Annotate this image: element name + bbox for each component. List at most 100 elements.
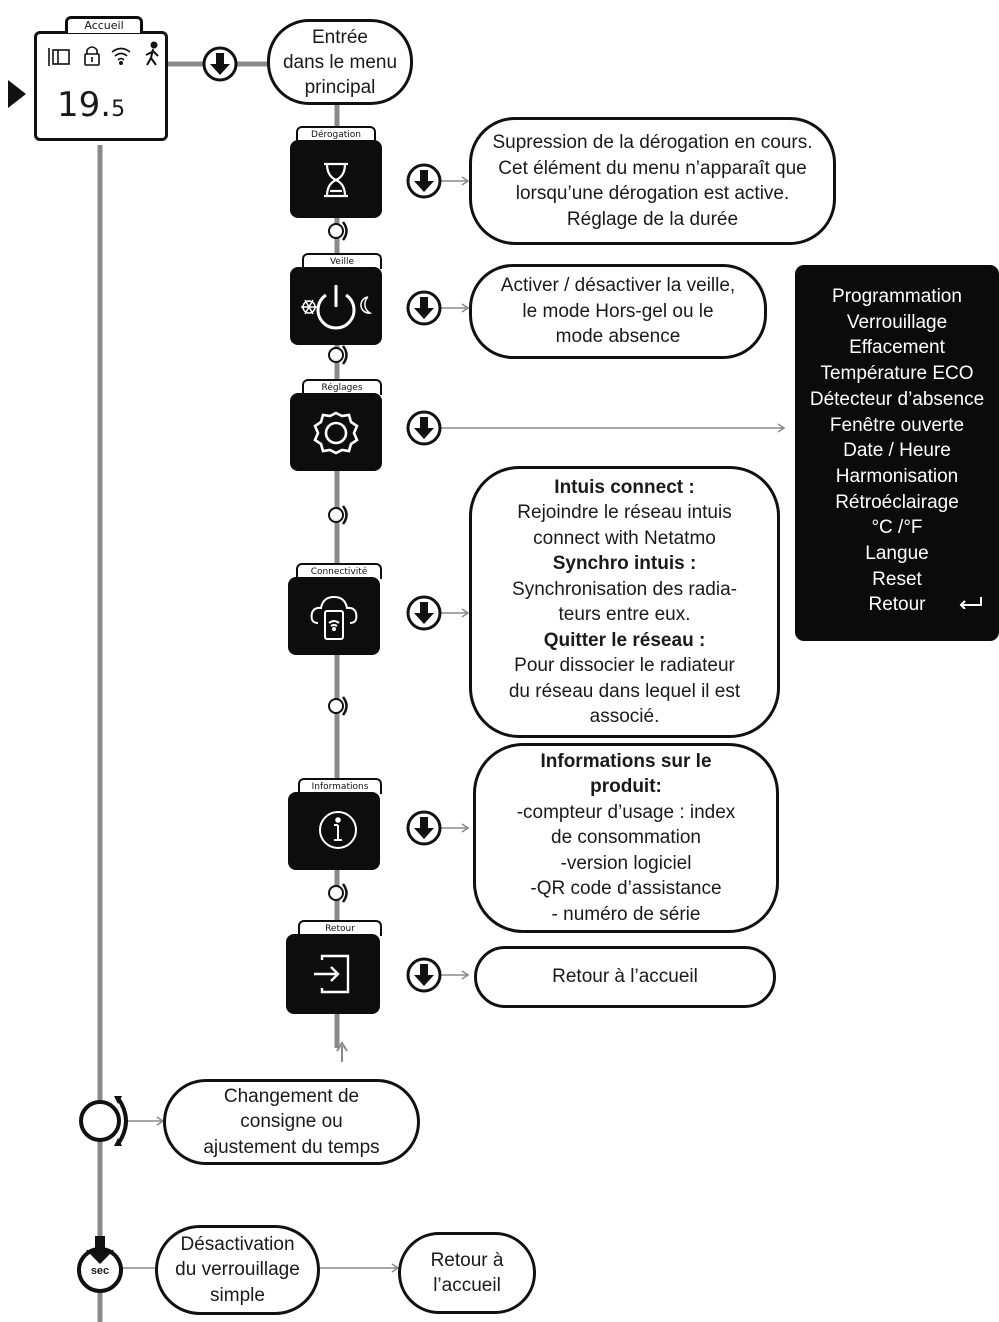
description-line: -version logiciel (560, 852, 692, 874)
unlock-bubble: Désactivation du verrouillage simple (155, 1225, 320, 1315)
cloud-phone-icon (310, 595, 358, 640)
press-icon (406, 163, 442, 199)
settings-item[interactable]: Verrouillage (846, 311, 948, 333)
settings-item[interactable]: Harmonisation (835, 465, 959, 487)
description-line: du réseau dans lequel il est (508, 680, 741, 702)
retour-description: Retour à l’accueil (474, 946, 776, 1008)
exit-icon (314, 954, 350, 994)
description-line: le mode Hors-gel ou le (522, 300, 714, 322)
derogation-description: Supression de la dérogation en cours. Ce… (469, 117, 836, 245)
tile-tab-veille: Veille (302, 253, 382, 269)
description-line: de consommation (551, 827, 701, 849)
settings-submenu-list: Programmation Verrouillage Effacement Te… (795, 265, 999, 641)
bubble-line: l’accueil (433, 1275, 501, 1296)
description-line: -compteur d’usage : index (516, 801, 736, 823)
description-line: associé. (589, 706, 660, 727)
tile-informations[interactable] (288, 792, 380, 870)
duration-unit: sec (90, 1265, 110, 1277)
return-home-bubble: Retour à l’accueil (398, 1232, 536, 1314)
tile-connectivite[interactable] (288, 577, 380, 655)
informations-description: Informations sur le produit: -compteur d… (473, 743, 779, 933)
settings-item-label: Retour (868, 594, 926, 616)
home-temperature-decimal: 5 (111, 97, 126, 122)
long-press-duration: 5 sec (80, 1255, 120, 1277)
home-screen[interactable]: Accueil 19.5 (34, 16, 168, 141)
duration-value: 5 (96, 1254, 104, 1266)
gear-icon (313, 411, 359, 455)
description-line: connect with Netatmo (533, 527, 716, 549)
description-heading: Informations sur le (540, 750, 712, 772)
return-arrow-icon (959, 597, 982, 609)
description-line: Pour dissocier le radiateur (514, 655, 735, 676)
wifi-icon (111, 47, 131, 65)
description-line: -QR code d’assistance (530, 878, 722, 900)
setpoint-change-bubble: Changement de consigne ou ajustement du … (163, 1079, 420, 1165)
settings-item[interactable]: Température ECO (820, 363, 974, 385)
current-marker-icon (8, 80, 26, 108)
description-line: lorsqu’une dérogation est active. (515, 183, 790, 204)
description-heading: Synchro intuis : (552, 553, 697, 574)
settings-item[interactable]: Langue (865, 543, 929, 565)
standby-icon (301, 285, 373, 330)
description-heading: produit: (590, 776, 662, 798)
press-icon (406, 810, 442, 846)
rotary-knob-icon (79, 1096, 128, 1146)
lock-icon (84, 46, 100, 66)
bubble-line: Changement de (223, 1085, 360, 1107)
settings-item[interactable]: Détecteur d’absence (809, 388, 985, 410)
description-line: Retour à l’accueil (552, 966, 698, 988)
settings-item[interactable]: Fenêtre ouverte (829, 414, 965, 436)
bubble-line: ajustement du temps (203, 1136, 380, 1158)
bubble-line: du verrouillage (175, 1259, 300, 1281)
tile-veille[interactable] (290, 267, 382, 345)
description-heading: Intuis connect : (554, 476, 695, 498)
tile-tab-derogation: Dérogation (296, 126, 376, 142)
bubble-line: Retour à (430, 1249, 504, 1271)
settings-item[interactable]: Date / Heure (843, 440, 951, 462)
home-temperature: 19. (57, 85, 112, 125)
presence-icon (145, 41, 159, 66)
connectivite-description: Intuis connect : Rejoindre le réseau int… (469, 466, 780, 738)
description-line: Activer / désactiver la veille, (500, 275, 736, 297)
tile-retour[interactable] (286, 934, 380, 1014)
long-press-icon (77, 1236, 123, 1293)
bubble-line: consigne ou (240, 1111, 343, 1133)
tile-tab-retour: Retour (298, 920, 382, 936)
entry-line: Entrée (312, 26, 368, 48)
settings-item[interactable]: Reset (872, 568, 922, 590)
description-line: Synchronisation des radia- (512, 578, 737, 600)
press-icon (202, 46, 238, 82)
bubble-line: Désactivation (180, 1233, 295, 1255)
hourglass-icon (324, 162, 348, 198)
settings-item[interactable]: Rétroéclairage (835, 491, 959, 513)
bubble-line: simple (210, 1284, 265, 1306)
entry-line: principal (304, 76, 376, 98)
press-icon (406, 595, 442, 631)
entry-main-menu-bubble: Entrée dans le menu principal (267, 19, 413, 105)
description-line: mode absence (555, 326, 681, 348)
window-icon (48, 48, 70, 66)
tile-tab-connectivite: Connectivité (296, 563, 382, 579)
description-heading: Quitter le réseau : (543, 629, 706, 651)
description-line: - numéro de série (551, 903, 701, 925)
settings-item[interactable]: °C /°F (871, 517, 923, 539)
description-line: Supression de la dérogation en cours. (492, 132, 813, 153)
info-icon (319, 811, 357, 849)
tile-tab-reglages: Réglages (302, 379, 382, 395)
press-icon (406, 410, 442, 446)
description-line: Rejoindre le réseau intuis (517, 502, 732, 523)
settings-item[interactable]: Programmation (832, 286, 962, 307)
veille-description: Activer / désactiver la veille, le mode … (469, 264, 767, 359)
description-line: teurs entre eux. (558, 604, 691, 625)
home-tab: Accueil (65, 16, 143, 33)
description-line: Réglage de la durée (566, 208, 739, 230)
settings-item[interactable]: Effacement (849, 337, 945, 359)
description-line: Cet élément du menu n’apparaît que (498, 157, 807, 179)
press-icon (406, 957, 442, 993)
entry-line: dans le menu (282, 51, 398, 73)
tile-reglages[interactable] (290, 393, 382, 471)
tile-tab-informations: Informations (298, 778, 382, 794)
settings-item[interactable]: Retour (795, 592, 999, 618)
press-icon (406, 290, 442, 326)
tile-derogation[interactable] (290, 140, 382, 218)
